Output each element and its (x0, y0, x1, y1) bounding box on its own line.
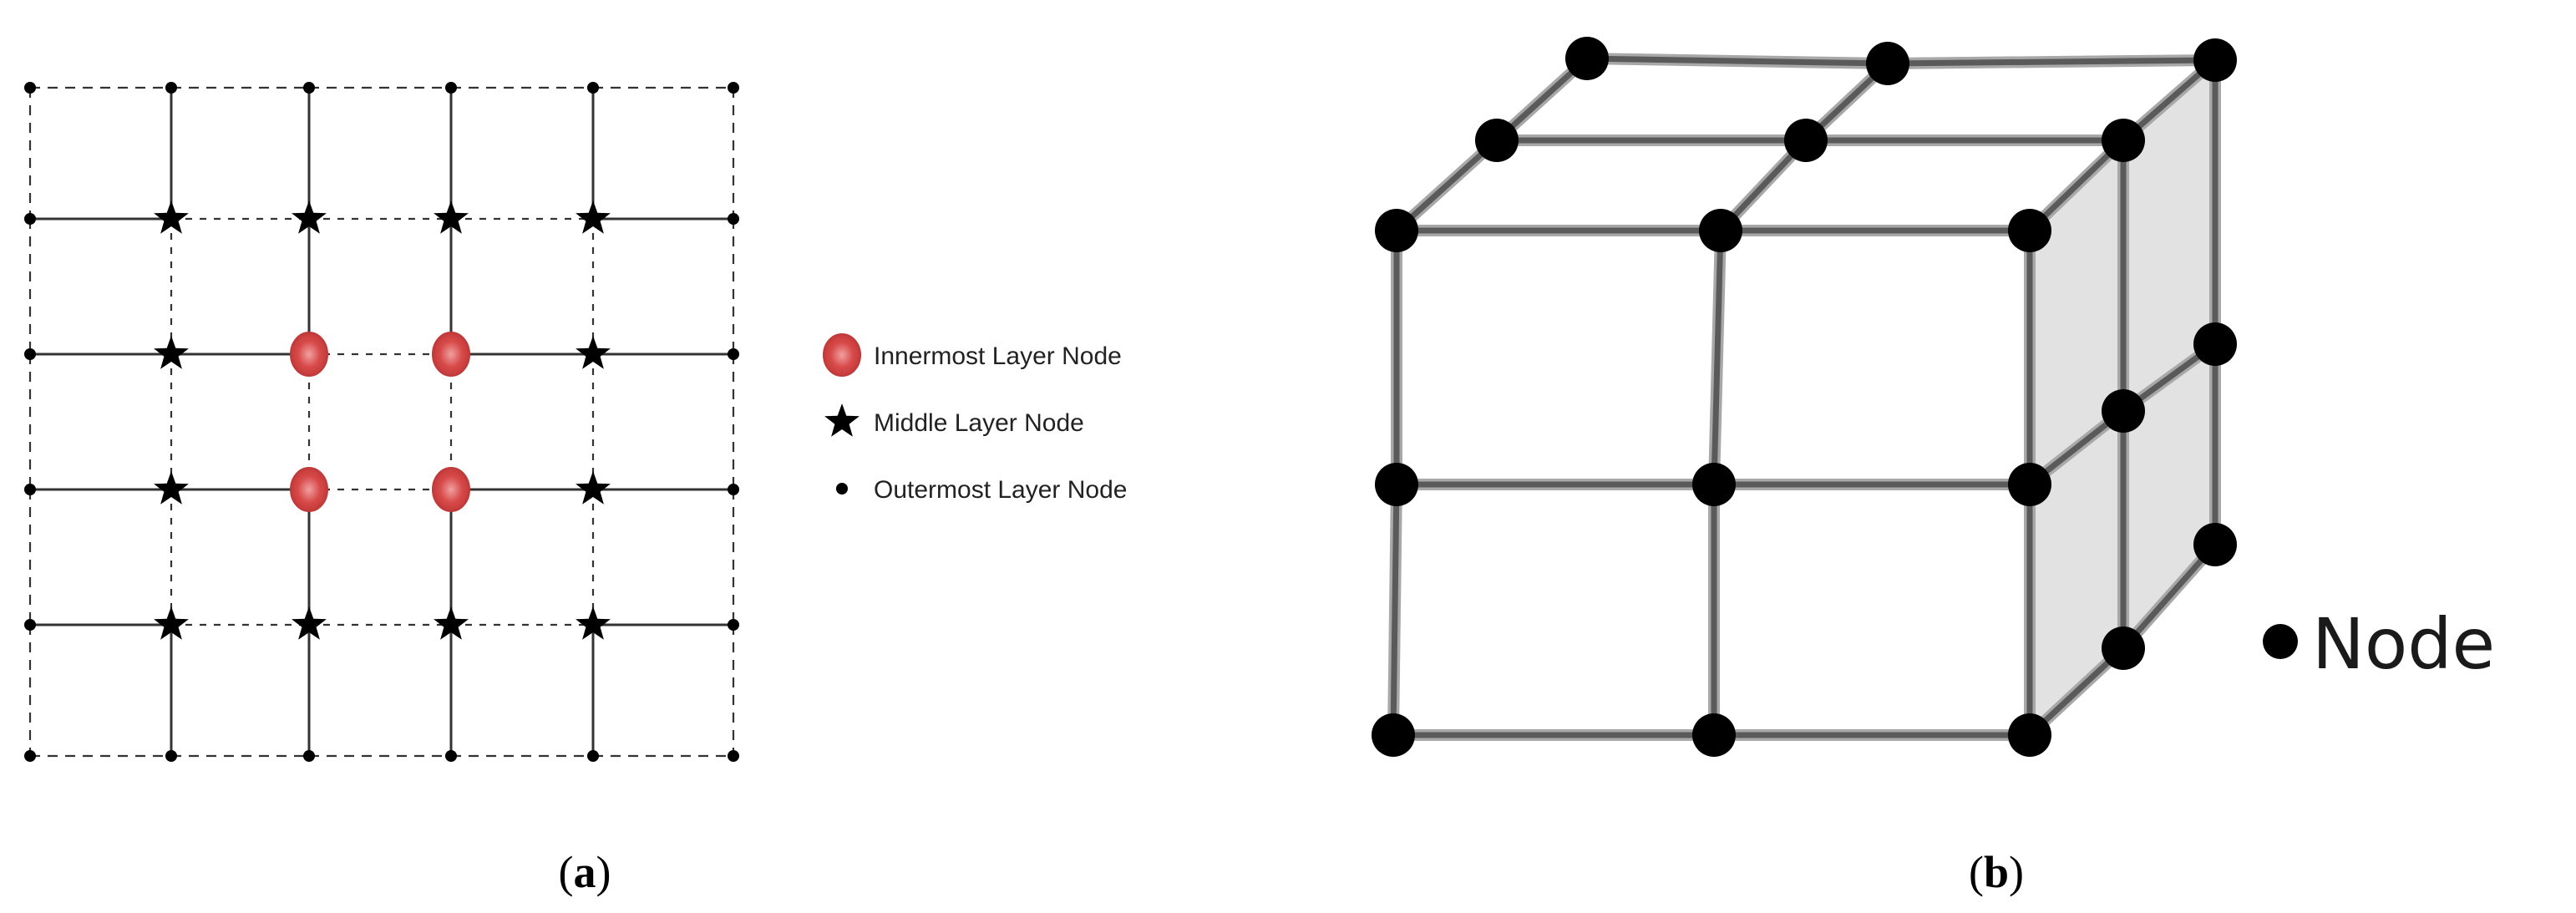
frame-nodes (1372, 37, 2237, 757)
middle-layer-node (154, 471, 189, 505)
middle-layer-node (576, 200, 611, 234)
frame-beam (1584, 55, 1891, 67)
middle-layer-node (576, 471, 611, 505)
innermost-layer-node (290, 467, 328, 512)
outermost-layer-node (728, 619, 739, 631)
legend-node-label: Node (2312, 603, 2495, 685)
frame-node (2102, 389, 2145, 433)
frame-beam (1393, 137, 1500, 234)
grid-lines (28, 86, 735, 758)
middle-layer-node (154, 200, 189, 234)
panel-b-3d-frame-diagram: Node (b) (1372, 37, 2495, 897)
outermost-layer-node (728, 348, 739, 360)
grid-nodes (24, 82, 739, 762)
outermost-layer-node (445, 82, 457, 94)
panel-b-caption: (b) (1969, 847, 2024, 897)
frame-node (1699, 209, 1742, 252)
outermost-layer-node (165, 82, 177, 94)
outermost-layer-node (587, 82, 599, 94)
frame-node (1375, 209, 1418, 252)
frame-node (2102, 626, 2145, 670)
panel-a-legend: Innermost Layer Node Middle Layer Node O… (823, 333, 1127, 504)
frame-node (2193, 38, 2237, 82)
legend-outermost-node-icon (836, 483, 848, 495)
outermost-layer-node (165, 750, 177, 762)
outermost-layer-node (24, 213, 36, 225)
innermost-layer-node (290, 332, 328, 377)
panel-b-legend: Node (2263, 603, 2495, 685)
frame-node (1692, 463, 1736, 506)
frame-node (2008, 209, 2051, 252)
frame-node (1565, 37, 1609, 80)
outermost-layer-node (24, 619, 36, 631)
frame-beam (2120, 541, 2219, 652)
frame-node (2102, 119, 2145, 162)
legend-innermost-label: Innermost Layer Node (874, 342, 1122, 370)
innermost-layer-node (432, 467, 470, 512)
frame-beam (1390, 481, 1400, 738)
middle-layer-node (576, 336, 611, 369)
outermost-layer-node (24, 484, 36, 495)
outermost-layer-node (445, 750, 457, 762)
middle-layer-node (154, 336, 189, 369)
legend-node-icon (2263, 624, 2298, 659)
outermost-layer-node (303, 750, 315, 762)
outermost-layer-node (728, 82, 739, 94)
outermost-layer-node (303, 82, 315, 94)
frame-node (1375, 463, 1418, 506)
frame-beam (1711, 227, 1724, 488)
legend-outermost-label: Outermost Layer Node (874, 476, 1127, 504)
outermost-layer-node (587, 750, 599, 762)
outermost-layer-node (24, 348, 36, 360)
frame-node (1475, 119, 1519, 162)
legend-innermost-node-icon (823, 333, 861, 377)
frame-node (2008, 463, 2051, 506)
panel-a-caption: (a) (559, 847, 611, 897)
frame-node (1866, 42, 1909, 85)
legend-middle-node-icon (824, 403, 860, 437)
outermost-layer-node (728, 213, 739, 225)
frame-node (1784, 119, 1828, 162)
outermost-layer-node (728, 484, 739, 495)
outermost-layer-node (24, 82, 36, 94)
frame-beam (1884, 57, 2219, 67)
frame-node (2193, 523, 2237, 566)
frame-node (2193, 322, 2237, 366)
frame-node (2008, 713, 2051, 757)
panel-a-grid-diagram: Innermost Layer Node Middle Layer Node O… (24, 82, 1127, 897)
frame-node (1692, 713, 1736, 757)
legend-middle-label: Middle Layer Node (874, 409, 1084, 437)
outermost-layer-node (728, 750, 739, 762)
innermost-layer-node (432, 332, 470, 377)
frame-node (1372, 713, 1415, 757)
outermost-layer-node (24, 750, 36, 762)
